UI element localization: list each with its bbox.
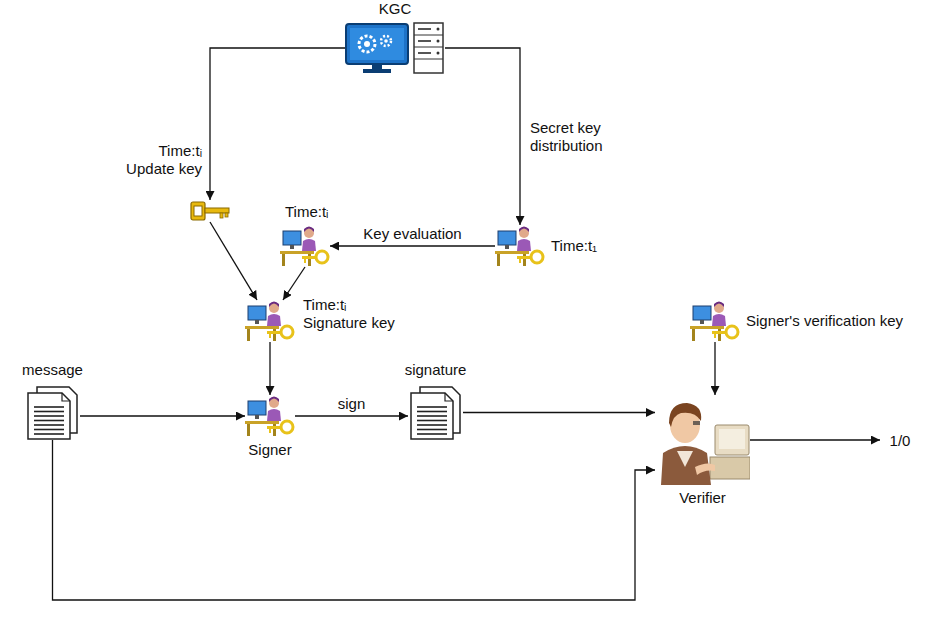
message-document: message	[25, 385, 80, 440]
connector-arrow	[463, 412, 655, 413]
node-label: Verifier	[679, 489, 726, 507]
verifier-icon	[655, 395, 750, 485]
node-label: signature	[405, 361, 467, 379]
edge-label: sign	[336, 395, 368, 413]
connector-arrow	[80, 415, 245, 416]
signature-document: signature	[408, 385, 463, 440]
signature-key-user: Time:tᵢ Signature key	[245, 300, 295, 342]
edge-label: Secret key distribution	[528, 119, 622, 155]
connector-arrow	[210, 48, 345, 200]
signer: Signer	[245, 395, 295, 437]
node-label: Time:t₁	[551, 237, 597, 255]
node-label: Time:tᵢ Update key	[120, 142, 202, 178]
connector-arrow	[445, 48, 520, 225]
node-label: Signer's verification key	[746, 312, 903, 330]
node-label: KGC	[379, 0, 412, 18]
connector-arrow	[283, 267, 305, 300]
kgc-server: KGC	[345, 22, 445, 74]
node-label: message	[22, 361, 83, 379]
verification-key-user-icon	[690, 300, 740, 342]
user-key-t1: Time:t₁	[495, 225, 545, 267]
message-document-icon	[25, 385, 80, 440]
signature-key-user-icon	[245, 300, 295, 342]
update-key: Time:tᵢ Update key	[190, 200, 230, 222]
connector-arrow	[295, 415, 408, 416]
user-key-ti-icon	[280, 225, 330, 267]
verifier: Verifier	[655, 395, 750, 485]
kgc-server-icon	[345, 22, 445, 74]
update-key-icon	[190, 200, 230, 222]
connector-arrow	[750, 439, 880, 440]
user-key-ti: Time:tᵢ	[280, 225, 330, 267]
edge-label: Key evaluation	[361, 225, 463, 243]
node-label: Signer	[248, 441, 291, 459]
connector-arrow	[269, 342, 270, 395]
verification-key-user: Signer's verification key	[690, 300, 740, 342]
node-label: Time:tᵢ	[285, 203, 328, 221]
output-result: 1/0	[880, 430, 920, 452]
signature-document-icon	[408, 385, 463, 440]
connector-arrow	[330, 245, 495, 246]
node-label: Time:tᵢ Signature key	[303, 296, 408, 332]
signer-icon	[245, 395, 295, 437]
connector-arrow	[210, 222, 257, 300]
connector-arrow	[53, 440, 656, 600]
connector-arrow	[714, 342, 715, 395]
user-key-t1-icon	[495, 225, 545, 267]
node-label: 1/0	[890, 432, 911, 450]
